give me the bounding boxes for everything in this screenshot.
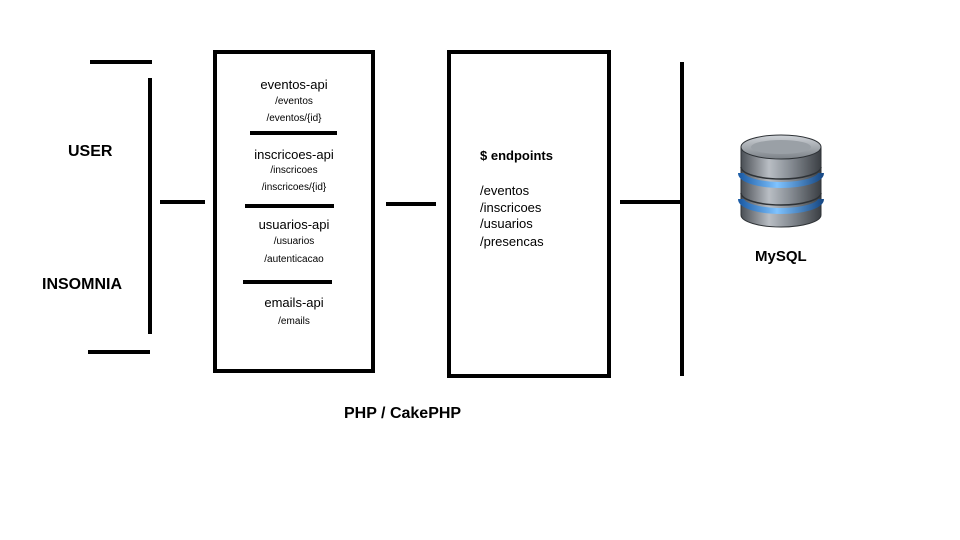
endpoint-item-presencas: /presencas [480, 234, 544, 249]
api-divider-2 [245, 204, 334, 208]
connector-endpoints-database [620, 200, 682, 204]
endpoints-title: $ endpoints [480, 148, 553, 163]
api-name-inscricoes: inscricoes-api [254, 147, 334, 162]
endpoint-item-eventos: /eventos [480, 183, 530, 198]
api-name-eventos: eventos-api [260, 77, 328, 92]
connector-apis-endpoints [386, 202, 436, 206]
api-name-emails: emails-api [264, 295, 324, 310]
endpoints-box [447, 50, 611, 378]
api-path-inscricoes-id: /inscricoes/{id} [261, 182, 327, 193]
database-label: MySQL [755, 248, 807, 265]
api-path-eventos-list: /eventos [275, 96, 313, 107]
api-path-emails: /emails [278, 316, 310, 327]
insomnia-label: INSOMNIA [42, 276, 122, 293]
database-icon [738, 133, 824, 231]
user-label: USER [68, 143, 113, 160]
endpoint-item-inscricoes: /inscricoes [480, 200, 542, 215]
api-services-box [213, 50, 375, 373]
connector-clients-apis [160, 200, 205, 204]
endpoint-item-usuarios: /usuarios [480, 216, 533, 231]
client-bracket-vertical [148, 78, 152, 334]
api-path-autenticacao: /autenticacao [264, 254, 324, 265]
api-path-usuarios-list: /usuarios [273, 236, 315, 247]
api-name-usuarios: usuarios-api [258, 217, 330, 232]
client-bracket-bottom [88, 350, 150, 354]
api-path-eventos-id: /eventos/{id} [266, 113, 322, 124]
framework-label: PHP / CakePHP [344, 405, 462, 422]
api-divider-3 [243, 280, 332, 284]
api-divider-1 [250, 131, 337, 135]
api-path-inscricoes-list: /inscricoes [270, 165, 318, 176]
database-bar [680, 62, 684, 376]
client-bracket-top [90, 60, 152, 64]
